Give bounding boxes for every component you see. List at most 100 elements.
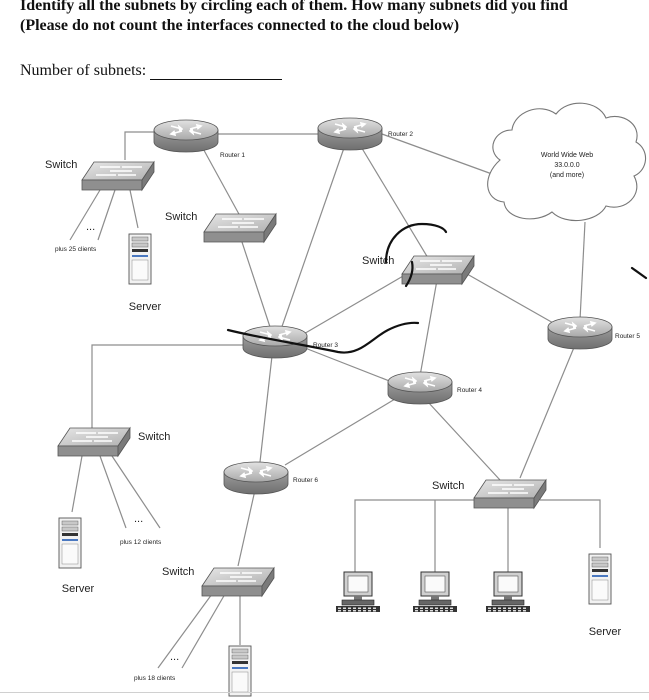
answer-blank[interactable] <box>150 63 283 80</box>
switch-5 <box>473 479 547 509</box>
bottom-divider <box>0 692 649 693</box>
router-2-label: Router 2 <box>388 131 413 138</box>
switch-1 <box>81 161 155 191</box>
cloud-more: (and more) <box>550 172 584 179</box>
switch-4 <box>57 427 131 457</box>
link-s6-client-a <box>157 593 213 669</box>
answer-row: Number of subnets: <box>20 62 283 80</box>
link-r3-s4 <box>91 344 245 428</box>
server-4 <box>228 645 252 697</box>
link-r3-r4 <box>304 347 393 383</box>
answer-label: Number of subnets: <box>20 62 147 79</box>
link-s1-client-b <box>97 189 116 241</box>
desktop-computer-icon <box>412 571 458 613</box>
router-4 <box>387 371 453 405</box>
link-r3-r6 <box>259 355 273 463</box>
clients-1-dots: ... <box>86 221 95 233</box>
desktop-computer-icon <box>485 571 531 613</box>
server-icon <box>588 553 612 605</box>
switch-icon <box>57 427 131 457</box>
router-5-label: Router 5 <box>615 333 640 340</box>
pc-3 <box>485 571 531 613</box>
router-6 <box>223 461 289 495</box>
switch-4-label: Switch <box>138 431 170 443</box>
link-r5-s5 <box>519 344 576 479</box>
server-1-label: Server <box>129 301 162 313</box>
ink-stroke-3 <box>226 321 420 354</box>
pc-1 <box>335 571 381 613</box>
ink-stroke-4 <box>630 266 648 280</box>
switch-6 <box>201 567 275 597</box>
router-icon <box>153 119 219 153</box>
switch-icon <box>201 567 275 597</box>
link-s1-client-a <box>69 189 101 241</box>
clients-3-label: plus 18 clients <box>134 675 176 682</box>
switch-3-label: Switch <box>362 255 394 267</box>
link-s4-server <box>71 455 83 513</box>
router-icon <box>223 461 289 495</box>
link-cloud-r5 <box>579 221 586 321</box>
link-s4-client-a <box>99 455 127 529</box>
question-line-2: (Please do not count the interfaces conn… <box>20 17 460 34</box>
server-icon <box>228 645 252 697</box>
clients-2-label: plus 12 clients <box>120 539 162 546</box>
router-1 <box>153 119 219 153</box>
cloud-icon <box>487 102 647 222</box>
clients-2-dots: ... <box>134 513 143 525</box>
question-line-1: Identify all the subnets by circling eac… <box>20 0 568 14</box>
server-3 <box>588 553 612 605</box>
desktop-computer-icon <box>335 571 381 613</box>
cloud-network: 33.0.0.0 <box>554 162 579 169</box>
server-1 <box>128 233 152 285</box>
pc-2 <box>412 571 458 613</box>
link-r6-s6 <box>237 489 256 567</box>
link-r2-s3 <box>359 144 429 259</box>
link-s5-server <box>540 499 601 548</box>
link-s1-server <box>129 189 139 229</box>
router-6-label: Router 6 <box>293 477 318 484</box>
link-r1-s1 <box>124 131 155 160</box>
switch-1-label: Switch <box>45 159 77 171</box>
switch-icon <box>203 213 277 243</box>
links <box>69 131 601 669</box>
link-r4-s5 <box>427 401 501 481</box>
server-2-label: Server <box>62 583 95 595</box>
router-icon <box>387 371 453 405</box>
server-2 <box>58 517 82 569</box>
router-4-label: Router 4 <box>457 387 482 394</box>
switch-2-label: Switch <box>165 211 197 223</box>
handwritten-marks <box>226 222 648 354</box>
link-r4-r6 <box>284 395 401 466</box>
router-3 <box>242 325 308 359</box>
link-s2-r3 <box>239 235 273 334</box>
switch-2 <box>203 213 277 243</box>
ink-stroke-2 <box>404 260 414 288</box>
router-1-label: Router 1 <box>220 152 245 159</box>
server-icon <box>58 517 82 569</box>
link-r2-r3 <box>277 144 346 339</box>
switch-icon <box>81 161 155 191</box>
link-r1-s2 <box>199 142 241 217</box>
ink-stroke-1 <box>384 222 448 264</box>
clients-3-dots: ... <box>170 651 179 663</box>
switch-icon <box>473 479 547 509</box>
clients-1-label: plus 25 clients <box>55 246 97 253</box>
server-3-label: Server <box>589 626 622 638</box>
router-2 <box>317 117 383 151</box>
link-s6-client-b <box>181 593 226 669</box>
link-s4-client-b <box>111 455 161 529</box>
link-s3-r5 <box>459 269 556 325</box>
router-5 <box>547 316 613 350</box>
router-icon <box>547 316 613 350</box>
internet-cloud: World Wide Web 33.0.0.0 (and more) <box>487 102 647 222</box>
switch-5-label: Switch <box>432 480 464 492</box>
router-icon <box>317 117 383 151</box>
link-s5-bus <box>354 499 478 575</box>
link-r2-cloud <box>381 133 493 175</box>
cloud-title: World Wide Web <box>541 152 593 159</box>
switch-6-label: Switch <box>162 566 194 578</box>
server-icon <box>128 233 152 285</box>
link-s3-r4 <box>419 279 438 377</box>
router-3-label: Router 3 <box>313 342 338 349</box>
